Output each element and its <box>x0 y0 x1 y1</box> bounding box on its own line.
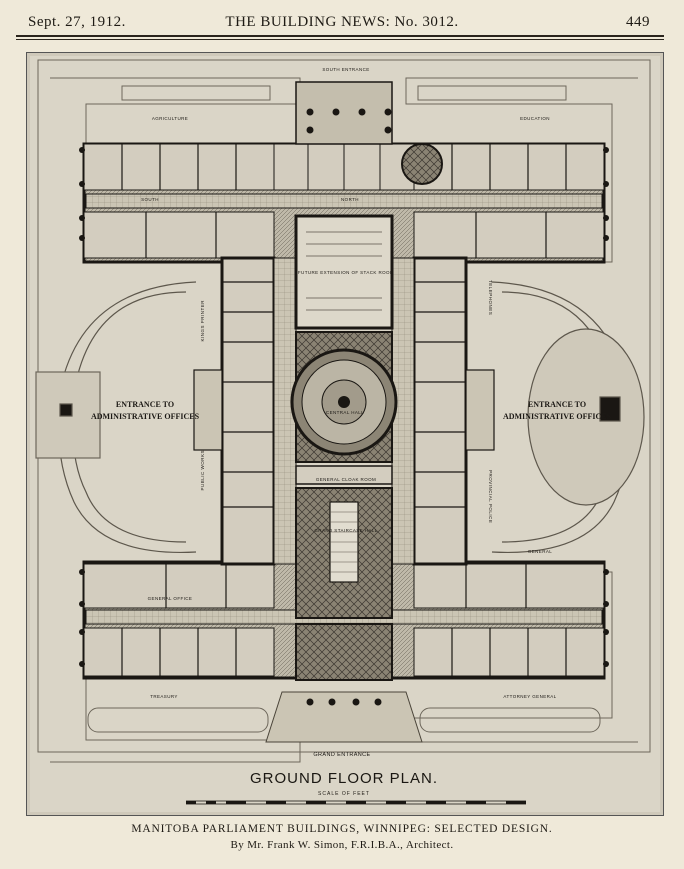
caption-title: MANITOBA PARLIAMENT BUILDINGS, WINNIPEG:… <box>131 823 553 835</box>
header-journal: THE BUILDING NEWS: No. 3012. <box>225 14 459 30</box>
label-future-extension: FUTURE EXTENSION OF STACK ROOM <box>297 270 395 275</box>
label-provincial-police: PROVINCIAL POLICE <box>488 470 493 524</box>
label-kings-printer: KINGS PRINTER <box>200 300 205 342</box>
label-attorney-general: ATTORNEY GENERAL <box>503 694 557 699</box>
label-central-hall: CENTRAL HALL <box>325 410 365 415</box>
header-rule-thick <box>16 35 664 37</box>
scale-label: SCALE OF FEET <box>318 791 370 797</box>
label-telephones: TELEPHONES <box>488 280 493 316</box>
label-north: NORTH <box>341 197 359 202</box>
label-general-office: GENERAL OFFICE <box>147 596 193 601</box>
floor-plan-drawing <box>35 59 651 763</box>
plan-title: GROUND FLOOR PLAN. <box>249 770 439 787</box>
label-entrance-admin-left-2: ADMINISTRATIVE OFFICES <box>90 412 200 421</box>
label-treasury: TREASURY <box>150 694 178 699</box>
entrance-courts <box>35 281 645 554</box>
label-entrance-admin-right-1: ENTRANCE TO <box>527 400 587 409</box>
label-south: SOUTH <box>141 197 159 202</box>
label-grand-entrance: GRAND ENTRANCE <box>313 752 371 758</box>
label-education: EDUCATION <box>520 116 550 121</box>
label-entrance-admin-left-1: ENTRANCE TO <box>115 400 175 409</box>
header-page-number: 449 <box>626 14 650 30</box>
scale-bar <box>186 800 526 805</box>
label-south-entrance: SOUTH ENTRANCE <box>322 67 370 72</box>
east-wing <box>412 256 468 566</box>
label-agriculture: AGRICULTURE <box>151 116 189 121</box>
label-public-works: PUBLIC WORKS <box>200 450 205 491</box>
caption-credit-by: By <box>230 839 245 851</box>
west-wing <box>220 256 276 566</box>
caption-credit-name: Mr. Frank W. Simon, F.R.I.B.A., Architec… <box>247 839 454 851</box>
header-rule-thin <box>16 39 664 40</box>
label-general-cloak-room: GENERAL CLOAK ROOM <box>315 477 377 482</box>
caption-credit: By Mr. Frank W. Simon, F.R.I.B.A., Archi… <box>0 839 684 851</box>
future-stack-room <box>294 214 394 330</box>
label-grand-staircase-hall: GRAND STAIRCASE HALL <box>314 528 378 533</box>
south-corridor <box>85 193 603 209</box>
label-general: GENERAL <box>527 549 553 554</box>
header-date: Sept. 27, 1912. <box>28 14 126 30</box>
label-entrance-admin-right-2: ADMINISTRATIVE OFFICES <box>502 412 612 421</box>
